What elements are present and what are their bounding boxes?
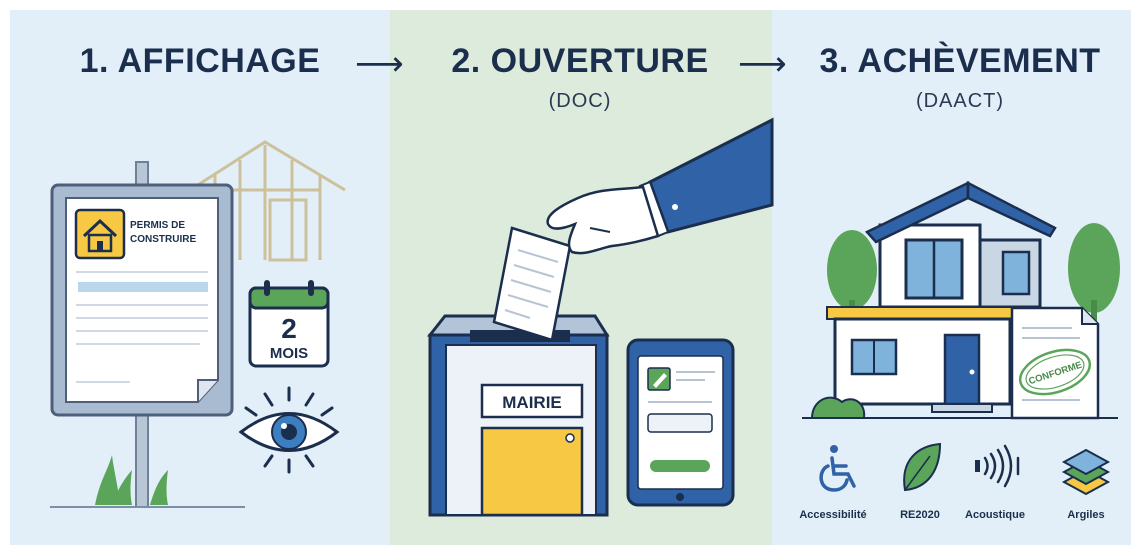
- step-3-title: 3. ACHÈVEMENT: [819, 42, 1101, 80]
- step-2-title: 2. OUVERTURE: [451, 42, 709, 80]
- eye-icon: [238, 386, 340, 474]
- leaf-icon: [903, 442, 942, 492]
- criterion-label-accessibilite: Accessibilité: [799, 509, 867, 521]
- hand-icon: [546, 117, 774, 255]
- sign-title-line2: CONSTRUIRE: [130, 234, 196, 245]
- step-1-title: 1. AFFICHAGE: [79, 42, 321, 80]
- mailbox-label: MAIRIE: [502, 393, 562, 412]
- step-3-subtitle: (DAACT): [915, 90, 1005, 112]
- calendar-number: 2: [281, 313, 297, 344]
- criterion-label-argiles: Argiles: [1067, 509, 1105, 521]
- arrow-icon: ⟶: [738, 45, 787, 83]
- mailbox-icon: [426, 314, 610, 517]
- step-2-subtitle: (DOC): [548, 90, 612, 112]
- house-icon: [74, 208, 126, 260]
- calendar-unit: MOIS: [270, 345, 308, 362]
- sign-title-line1: PERMIS DE: [130, 220, 185, 231]
- house-icon: [802, 180, 1118, 419]
- soil-layers-icon: [1061, 448, 1111, 496]
- arrow-icon: ⟶: [355, 45, 404, 83]
- certificate-icon: [1010, 306, 1100, 420]
- wheelchair-icon: [819, 445, 856, 492]
- criterion-label-acoustique: Acoustique: [965, 509, 1025, 521]
- document-icon: [492, 226, 572, 342]
- criterion-label-re2020: RE2020: [900, 509, 940, 521]
- calendar-icon: [248, 280, 330, 368]
- sound-waves-icon: [975, 444, 1020, 488]
- tablet-icon: [626, 338, 735, 507]
- sign-text-lines: [76, 271, 208, 383]
- grass-icon: [95, 455, 168, 505]
